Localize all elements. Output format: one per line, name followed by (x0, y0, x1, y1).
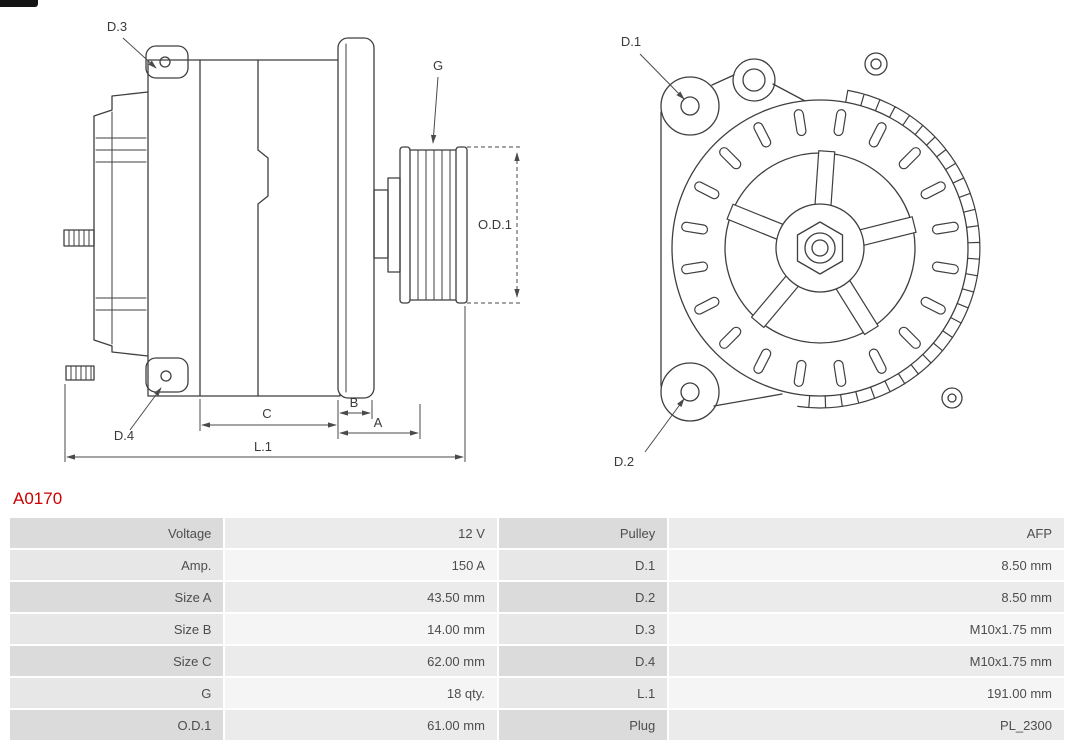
spec-label-cell: D.4 (498, 646, 668, 676)
spec-value-cell: 191.00 mm (669, 678, 1064, 708)
spec-row: Size B 14.00 mm D.3 M10x1.75 mm (10, 614, 1064, 644)
spec-value-cell: 61.00 mm (225, 710, 497, 740)
spec-label-cell: Size A (10, 582, 224, 612)
dim-label-d3: D.3 (107, 19, 127, 34)
spec-value-cell: 62.00 mm (225, 646, 497, 676)
spec-label-cell: Amp. (10, 550, 224, 580)
spec-value-cell: M10x1.75 mm (669, 614, 1064, 644)
spec-value-cell: M10x1.75 mm (669, 646, 1064, 676)
vent-slots (681, 109, 959, 387)
spec-row: O.D.1 61.00 mm Plug PL_2300 (10, 710, 1064, 740)
spec-label-cell: D.2 (498, 582, 668, 612)
side-view-drawing (63, 37, 468, 399)
spec-label-cell: D.1 (498, 550, 668, 580)
spec-value-cell: 18 qty. (225, 678, 497, 708)
spec-value-cell: 150 A (225, 550, 497, 580)
spec-value-cell: PL_2300 (669, 710, 1064, 740)
spec-value-cell: 12 V (225, 518, 497, 548)
serrated-rim (797, 89, 981, 409)
rear-view-dimensions (639, 53, 685, 453)
spec-value-cell: 8.50 mm (669, 582, 1064, 612)
spec-label-cell: Size B (10, 614, 224, 644)
spec-row: Voltage 12 V Pulley AFP (10, 518, 1064, 548)
spec-row: G 18 qty. L.1 191.00 mm (10, 678, 1064, 708)
specs-table: Voltage 12 V Pulley AFP Amp. 150 A D.1 8… (8, 516, 1066, 742)
spec-row: Size C 62.00 mm D.4 M10x1.75 mm (10, 646, 1064, 676)
spec-row: Amp. 150 A D.1 8.50 mm (10, 550, 1064, 580)
rear-view-drawing (660, 52, 981, 422)
dim-label-d2: D.2 (614, 454, 634, 469)
spec-label-cell: D.3 (498, 614, 668, 644)
side-view-dimensions (64, 37, 522, 462)
dim-label-l1: L.1 (254, 439, 272, 454)
spec-label-cell: O.D.1 (10, 710, 224, 740)
dim-label-c: C (262, 406, 271, 421)
technical-drawing: D.3 G O.D.1 D.4 C B A L.1 (63, 19, 981, 469)
spec-value-cell: AFP (669, 518, 1064, 548)
spec-row: Size A 43.50 mm D.2 8.50 mm (10, 582, 1064, 612)
spec-label-cell: Size C (10, 646, 224, 676)
dim-label-b: B (350, 395, 359, 410)
spec-label-cell: Plug (498, 710, 668, 740)
fan-spokes (726, 150, 917, 336)
spec-label-cell: Voltage (10, 518, 224, 548)
part-number: A0170 (13, 489, 63, 508)
spec-value-cell: 14.00 mm (225, 614, 497, 644)
spec-value-cell: 8.50 mm (669, 550, 1064, 580)
dim-label-g: G (433, 58, 443, 73)
spec-label-cell: Pulley (498, 518, 668, 548)
dim-label-od1: O.D.1 (478, 217, 512, 232)
dim-label-d1: D.1 (621, 34, 641, 49)
spec-value-cell: 43.50 mm (225, 582, 497, 612)
specs-table-body: Voltage 12 V Pulley AFP Amp. 150 A D.1 8… (10, 518, 1064, 740)
spec-label-cell: L.1 (498, 678, 668, 708)
shaft-nut (796, 221, 844, 275)
brand-logo (0, 0, 38, 7)
dim-label-d4: D.4 (114, 428, 134, 443)
dim-label-a: A (374, 415, 383, 430)
spec-label-cell: G (10, 678, 224, 708)
